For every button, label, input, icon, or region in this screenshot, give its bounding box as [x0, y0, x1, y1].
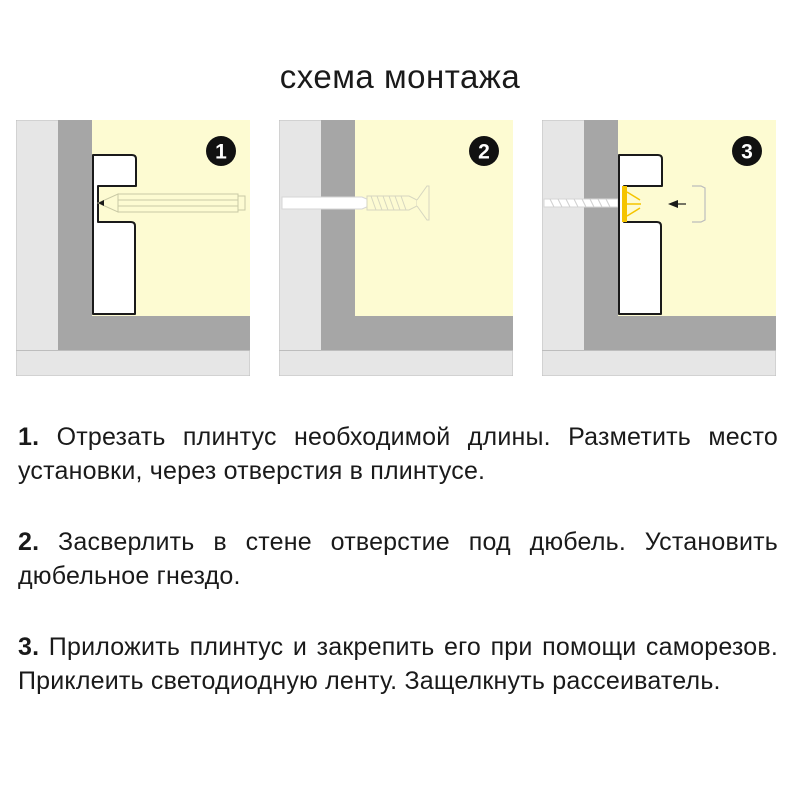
step-1-panel: 1 [16, 120, 250, 376]
step-2-badge: 2 [469, 136, 499, 166]
svg-text:1: 1 [215, 141, 227, 164]
step-number: 1. [18, 423, 40, 451]
svg-text:3: 3 [741, 141, 753, 164]
step-1-badge: 1 [206, 136, 236, 166]
step-2-panel: 2 [279, 120, 513, 376]
pencil-icon [96, 193, 246, 213]
step-2-text: 2. Засверлить в стене отверстие под дюбе… [18, 525, 778, 593]
baseboard-profile [92, 154, 137, 315]
svg-text:2: 2 [478, 141, 490, 164]
installation-diagram: 1 2 [0, 0, 800, 380]
diffuser-icon [692, 185, 706, 223]
step-description: Приложить плинтус и закрепить его при по… [18, 633, 778, 695]
step-3-badge: 3 [732, 136, 762, 166]
baseboard-profile [618, 154, 663, 315]
step-number: 3. [18, 633, 40, 661]
led-strip-icon [622, 186, 641, 222]
step-3-panel: 3 [542, 120, 776, 376]
screw-icon [543, 198, 619, 208]
step-1-text: 1. Отрезать плинтус необходимой длины. Р… [18, 420, 778, 488]
step-number: 2. [18, 528, 40, 556]
step-description: Отрезать плинтус необходимой длины. Разм… [18, 423, 778, 485]
arrow-left-icon [668, 200, 686, 208]
step-3-text: 3. Приложить плинтус и закрепить его при… [18, 630, 778, 698]
dowel-icon [281, 185, 430, 221]
instructions: 1. Отрезать плинтус необходимой длины. Р… [18, 420, 778, 735]
step-description: Засверлить в стене отверстие под дюбель.… [18, 528, 778, 590]
page-title: схема монтажа [279, 58, 521, 95]
